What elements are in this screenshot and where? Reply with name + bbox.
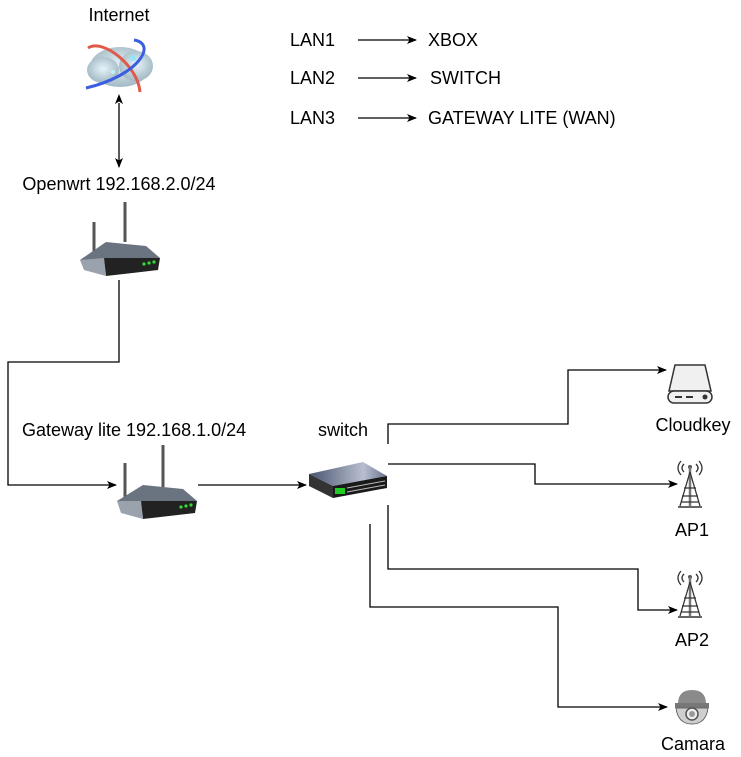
legend-port-lan2: LAN2 [290, 68, 336, 88]
internet-label: Internet [88, 5, 150, 25]
camera-label: Camara [660, 734, 726, 754]
link-switch-ap2 [387, 505, 678, 614]
openwrt-label: Openwrt 192.168.2.0/24 [22, 174, 216, 194]
ap2-antenna-icon[interactable] [675, 568, 705, 620]
ap1-label: AP1 [674, 520, 710, 540]
internet-cloud-icon[interactable] [78, 36, 162, 98]
switch-icon[interactable] [307, 460, 389, 506]
switch-label: switch [318, 420, 369, 440]
openwrt-router-icon[interactable] [76, 200, 162, 278]
legend-port-lan3: LAN3 [290, 108, 336, 128]
link-switch-camera [369, 524, 668, 711]
legend-target-gateway: GATEWAY LITE (WAN) [428, 108, 616, 128]
legend-target-switch: SWITCH [430, 68, 501, 88]
ap2-label: AP2 [674, 630, 710, 650]
legend-target-xbox: XBOX [428, 30, 479, 50]
cloudkey-label: Cloudkey [655, 415, 731, 435]
cloudkey-drive-icon[interactable] [667, 363, 713, 405]
ap1-antenna-icon[interactable] [675, 458, 705, 510]
gateway-label: Gateway lite 192.168.1.0/24 [22, 420, 247, 440]
camera-icon[interactable] [672, 688, 712, 726]
link-switch-ap1 [388, 463, 678, 488]
legend-port-lan1: LAN1 [290, 30, 336, 50]
link-openwrt-gateway [7, 280, 120, 489]
gateway-router-icon[interactable] [117, 445, 203, 523]
link-switch-cloudkey [387, 366, 667, 444]
